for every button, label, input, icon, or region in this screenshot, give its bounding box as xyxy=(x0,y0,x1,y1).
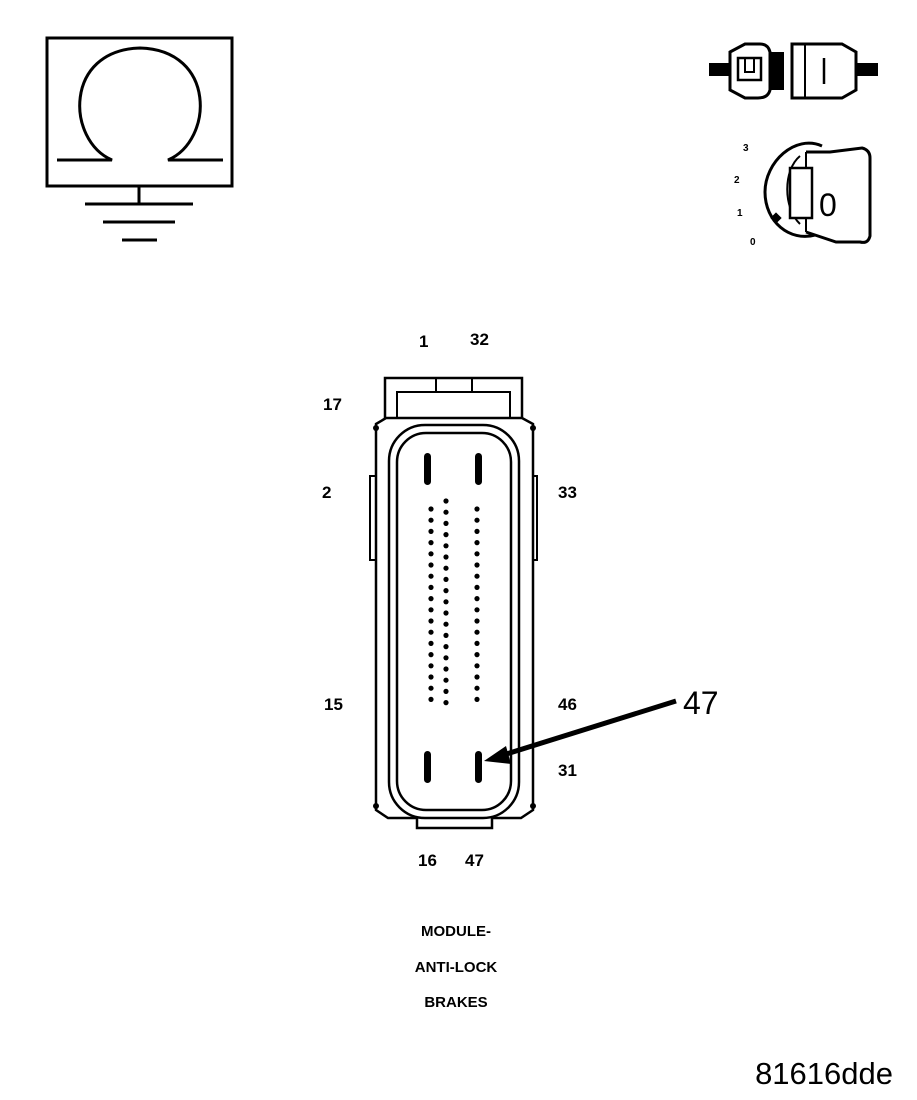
pin-cavity xyxy=(474,663,480,669)
power-terminal xyxy=(424,453,431,485)
pin-label-47: 47 xyxy=(465,851,484,870)
pin-cavity xyxy=(474,696,480,703)
pin-cavity xyxy=(428,663,434,669)
pin-cavity xyxy=(474,584,480,591)
power-terminal xyxy=(475,751,482,783)
pin-cavity xyxy=(474,551,480,557)
pin-cavity xyxy=(474,629,480,635)
pin-47-callout-arrow xyxy=(484,698,677,764)
pin-cavity xyxy=(443,666,449,672)
pin-cavity xyxy=(474,506,480,512)
connector-disconnect-icon xyxy=(709,42,878,100)
pin-cavity xyxy=(428,540,434,546)
pin-cavity xyxy=(428,551,434,557)
pin-cavity xyxy=(443,543,449,549)
pin-cavity xyxy=(443,610,449,616)
ignition-key-off-icon: 0 3 2 1 0 xyxy=(734,141,872,248)
pin-cavity xyxy=(443,554,449,560)
pin-label-32: 32 xyxy=(470,330,489,349)
pin-cavity xyxy=(474,674,480,680)
ignition-position-0: 0 xyxy=(750,237,756,248)
pin-cavity xyxy=(474,640,480,647)
module-name-line3: BRAKES xyxy=(424,994,487,1011)
pin-cavity xyxy=(474,562,480,568)
pin-cavity xyxy=(443,632,449,639)
ohmmeter-ground-icon xyxy=(45,36,234,242)
pin-cavity xyxy=(474,528,480,535)
pin-cavity xyxy=(443,588,449,594)
pin-label-17: 17 xyxy=(323,395,342,414)
ignition-position-1: 1 xyxy=(737,208,743,219)
pin-cavity xyxy=(443,688,449,695)
pin-cavity xyxy=(443,520,449,527)
pin-cavity xyxy=(443,700,449,706)
figure-id: 81616dde xyxy=(755,1056,893,1091)
pin-cavity xyxy=(443,644,449,650)
pin-cavity xyxy=(443,498,449,504)
pin-cavity xyxy=(443,677,449,683)
pin-cavity xyxy=(474,618,480,624)
pin-cavity xyxy=(428,685,434,691)
pin-cavity xyxy=(443,509,449,515)
pin-label-2: 2 xyxy=(322,483,331,502)
pin-cavity xyxy=(443,565,449,571)
pin-label-33: 33 xyxy=(558,483,577,502)
pin-cavity xyxy=(474,540,480,546)
power-terminal xyxy=(475,453,482,485)
pin-label-1: 1 xyxy=(419,332,428,351)
pin-cavity xyxy=(428,517,434,523)
pin-label-15: 15 xyxy=(324,695,343,714)
pin-cavity xyxy=(428,607,434,613)
pin-cavity xyxy=(428,506,434,512)
pin-cavity xyxy=(443,655,449,661)
callout-pin-47: 47 xyxy=(683,685,719,721)
pin-label-16: 16 xyxy=(418,851,437,870)
ignition-position-2: 2 xyxy=(734,175,740,186)
pin-cavity xyxy=(428,674,434,680)
pin-cavity xyxy=(428,584,434,591)
power-terminal xyxy=(424,751,431,783)
pin-cavity xyxy=(428,528,434,535)
pin-cavity xyxy=(474,652,480,658)
pin-cavity xyxy=(474,517,480,523)
abs-module-connector xyxy=(369,376,538,830)
module-name-line2: ANTI-LOCK xyxy=(415,959,498,976)
pin-cavity xyxy=(474,685,480,691)
pin-cavity xyxy=(428,652,434,658)
pin-cavity xyxy=(474,573,480,579)
pin-cavity xyxy=(428,562,434,568)
pin-label-46: 46 xyxy=(558,695,577,714)
pin-cavity xyxy=(428,640,434,647)
pin-cavity xyxy=(474,596,480,602)
pin-cavity xyxy=(428,596,434,602)
pin-label-31: 31 xyxy=(558,761,577,780)
pin-cavity xyxy=(443,621,449,627)
pin-cavity xyxy=(474,607,480,613)
pin-cavity xyxy=(443,532,449,538)
ignition-position-3: 3 xyxy=(743,143,749,154)
pin-cavity xyxy=(428,573,434,579)
signal-pin-grid xyxy=(428,498,480,706)
pin-cavity xyxy=(428,629,434,635)
key-position-label: 0 xyxy=(819,187,837,223)
module-name-line1: MODULE- xyxy=(421,923,491,940)
pin-cavity xyxy=(428,618,434,624)
pin-cavity xyxy=(443,599,449,605)
pin-cavity xyxy=(443,576,449,583)
pin-cavity xyxy=(428,696,434,703)
